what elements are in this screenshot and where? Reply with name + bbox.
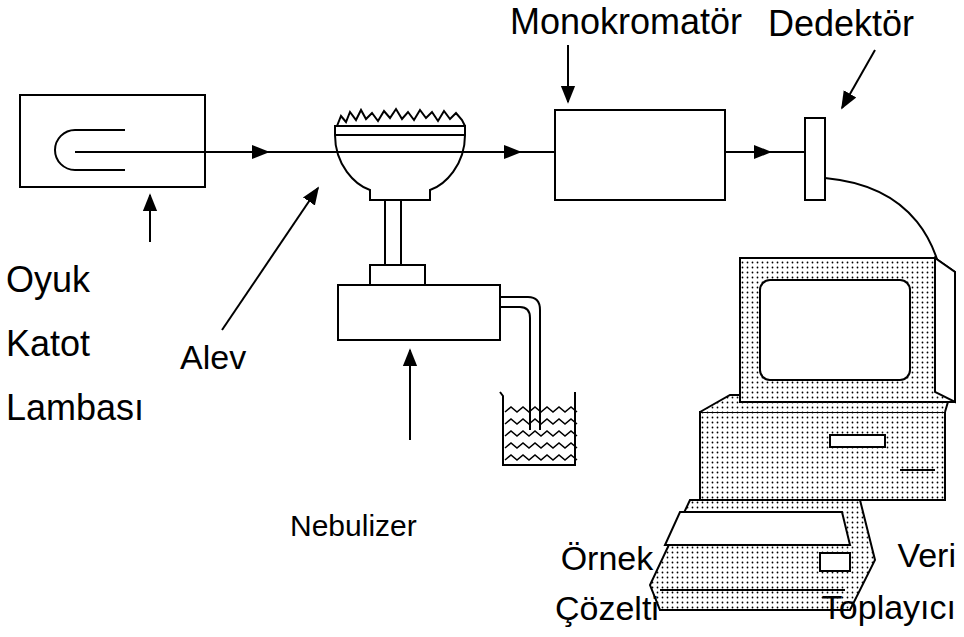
burner-stem [385,200,401,265]
nebulizer-neck [370,265,425,285]
flame [337,109,465,126]
part-label: Monokromatör [510,0,742,44]
detector [805,118,825,200]
cathode [55,130,125,170]
leader-line [222,188,318,330]
sample-liquid [505,407,577,460]
beaker [500,392,575,465]
lamp-housing [20,95,205,187]
part-label: Alev [180,336,246,378]
leader-line [567,45,569,102]
part-label: Oyuk Katot Lambası [6,248,144,440]
light-beam [75,151,555,153]
part-label: Örnek Çözelti [555,533,659,633]
computer-base [700,412,945,500]
monitor [740,258,955,402]
monochromator-box [555,110,725,200]
screen [760,280,910,380]
leader-line [149,195,151,242]
part-label: Dedektör [768,2,914,46]
nebulizer-box [338,285,500,340]
leader-line [409,350,411,440]
burner-head [335,126,465,200]
leader-line [842,50,875,108]
part-label: Nebulizer [290,506,417,546]
part-label: Veri Toplayıcı [822,529,956,633]
